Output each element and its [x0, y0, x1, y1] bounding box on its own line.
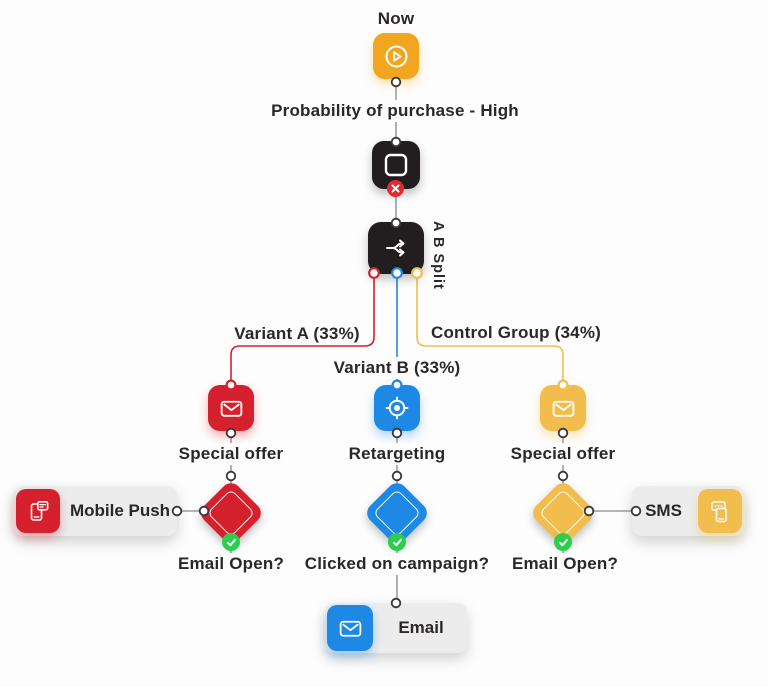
branch-line-variant-a	[230, 273, 375, 385]
success-badge	[388, 533, 406, 551]
trigger-label: Probability of purchase - High	[265, 100, 525, 123]
channel-card-email[interactable]: Email	[325, 603, 467, 653]
entry-trigger-node[interactable]	[373, 33, 419, 79]
connector-port[interactable]	[557, 427, 569, 439]
connector-port[interactable]	[171, 505, 183, 517]
connector-port[interactable]	[391, 379, 403, 391]
condition-label-a: Email Open?	[171, 553, 291, 576]
envelope-icon	[552, 400, 574, 417]
sms-label: SMS	[645, 501, 682, 520]
branch-line-control	[416, 273, 564, 385]
now-label: Now	[371, 8, 421, 31]
connector-port[interactable]	[225, 427, 237, 439]
split-port-variant-a[interactable]	[368, 267, 380, 279]
action-label-a: Special offer	[172, 443, 290, 466]
connector-port[interactable]	[198, 505, 210, 517]
mobile-push-label: Mobile Push	[69, 501, 171, 520]
action-node-special-offer-control[interactable]	[540, 385, 586, 431]
condition-label-control: Email Open?	[505, 553, 625, 576]
target-icon	[385, 396, 409, 420]
connector-port[interactable]	[390, 217, 402, 229]
connector-port[interactable]	[225, 470, 237, 482]
connector-port[interactable]	[557, 470, 569, 482]
variant-b-share-label: Variant B (33%)	[327, 357, 467, 380]
envelope-icon	[220, 400, 242, 417]
email-chip	[327, 605, 373, 651]
play-icon	[385, 45, 407, 67]
split-port-variant-b[interactable]	[391, 267, 403, 279]
connector-port[interactable]	[225, 379, 237, 391]
connector-port[interactable]	[557, 379, 569, 391]
email-label: Email	[398, 618, 444, 637]
check-icon	[558, 538, 568, 546]
connector-port[interactable]	[630, 505, 642, 517]
split-icon	[386, 239, 405, 257]
connector-port[interactable]	[391, 427, 403, 439]
sms-chip	[698, 489, 742, 533]
mobile-push-chip	[16, 489, 60, 533]
stop-icon	[384, 153, 408, 177]
connector-port[interactable]	[390, 597, 402, 609]
action-node-retargeting[interactable]	[374, 385, 420, 431]
split-port-control[interactable]	[411, 267, 423, 279]
envelope-icon	[339, 620, 361, 637]
check-icon	[392, 538, 402, 546]
action-node-special-offer-a[interactable]	[208, 385, 254, 431]
connector-port[interactable]	[390, 136, 402, 148]
error-badge	[387, 180, 404, 197]
x-icon	[391, 184, 400, 193]
ab-split-label: A B Split	[430, 221, 446, 290]
connector-port[interactable]	[390, 76, 402, 88]
channel-card-mobile-push[interactable]: Mobile Push	[13, 486, 177, 536]
success-badge	[554, 533, 572, 551]
check-icon	[226, 538, 236, 546]
sms-icon	[710, 500, 727, 522]
connector-port[interactable]	[583, 505, 595, 517]
condition-label-b: Clicked on campaign?	[298, 553, 496, 576]
ab-split-node[interactable]	[368, 222, 424, 274]
action-label-b: Retargeting	[342, 443, 452, 466]
success-badge	[222, 533, 240, 551]
variant-a-share-label: Variant A (33%)	[228, 323, 366, 346]
channel-card-sms[interactable]: SMS	[632, 486, 745, 536]
connector-port[interactable]	[391, 470, 403, 482]
action-label-control: Special offer	[504, 443, 622, 466]
mobile-push-icon	[30, 500, 48, 521]
control-share-label: Control Group (34%)	[424, 322, 608, 345]
